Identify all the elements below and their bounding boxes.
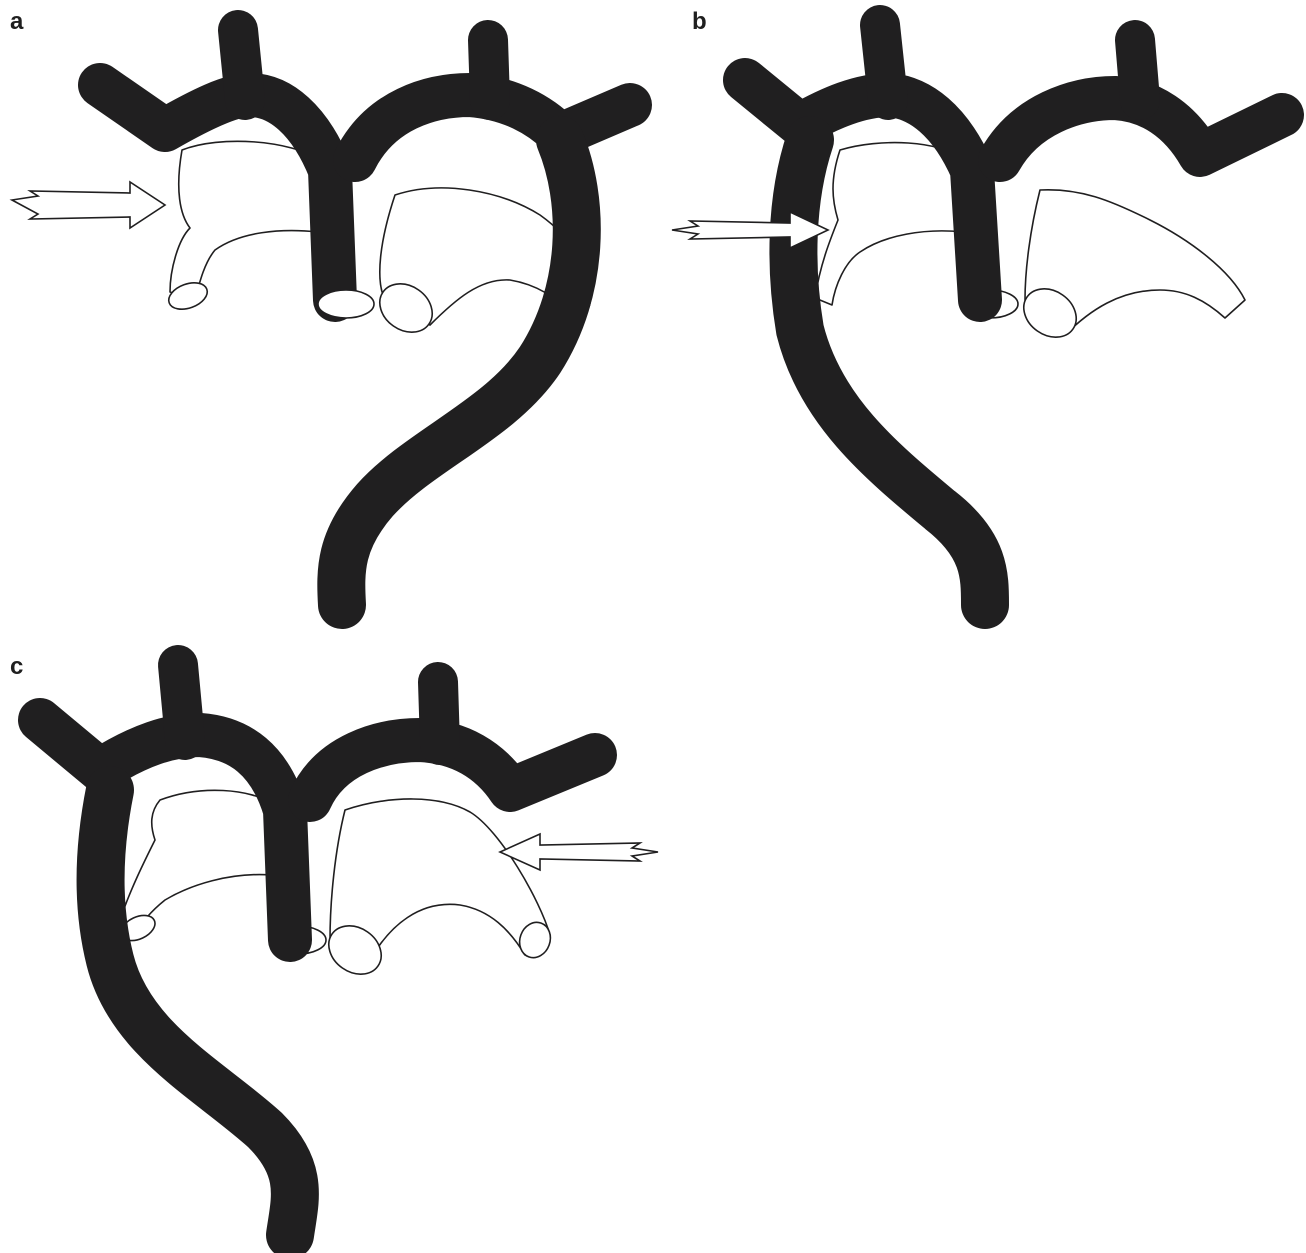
panel-a-left-branch [170, 141, 320, 300]
panel-a-arrow [12, 182, 165, 228]
panel-c-drawing [40, 665, 658, 1235]
panel-c-left-branch [120, 790, 275, 935]
panel-a-drawing [12, 30, 630, 605]
panel-c-left-vessel-top [178, 665, 185, 740]
panel-a-right-vessel-top [488, 40, 490, 100]
panel-c-right-vessel-top [438, 682, 440, 745]
panel-a-center-lumen [318, 290, 374, 318]
panel-b-drawing [672, 25, 1282, 605]
panel-c-arrow [500, 834, 658, 870]
panel-b-left-vessel-top [880, 25, 888, 100]
panel-b-right-vessel-top [1135, 40, 1140, 100]
panel-b-left-branch [815, 143, 965, 305]
panel-a-left-vessel-top [238, 30, 245, 100]
